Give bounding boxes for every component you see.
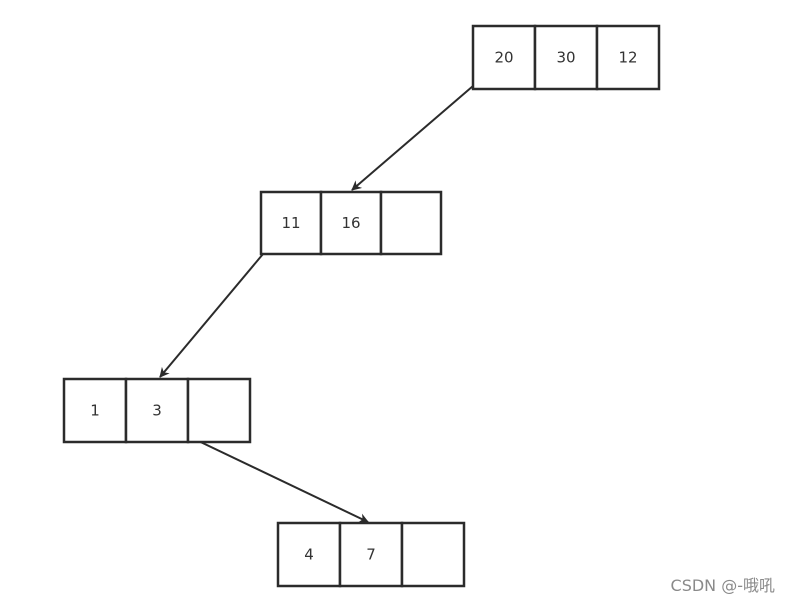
tree-node: 20 30 12 [471, 24, 661, 91]
node-cell-value: 7 [366, 546, 376, 564]
node-cell-value: 11 [281, 214, 300, 232]
node-cell [186, 377, 252, 444]
node-cell [595, 24, 661, 91]
node-cell [379, 190, 443, 256]
edge-arrow [351, 85, 474, 191]
edge-arrow [159, 253, 264, 378]
edge-arrow [187, 435, 369, 523]
node-cell [400, 521, 466, 588]
node-cell-value: 30 [556, 49, 575, 67]
watermark-text: CSDN @-哦吼 [670, 576, 775, 595]
node-cell [338, 521, 404, 588]
node-cell [124, 377, 190, 444]
node-cell-value: 20 [494, 49, 513, 67]
node-cell-value: 1 [90, 402, 100, 420]
edges-layer [159, 85, 474, 523]
node-cell [276, 521, 342, 588]
node-cell [533, 24, 599, 91]
node-cell-value: 4 [304, 546, 314, 564]
node-cell-value: 12 [618, 49, 637, 67]
node-cell [471, 24, 537, 91]
node-cell-value: 3 [152, 402, 162, 420]
node-cell [319, 190, 383, 256]
tree-node: 11 16 [259, 190, 443, 256]
node-cell-value: 16 [341, 214, 360, 232]
node-cell [62, 377, 128, 444]
